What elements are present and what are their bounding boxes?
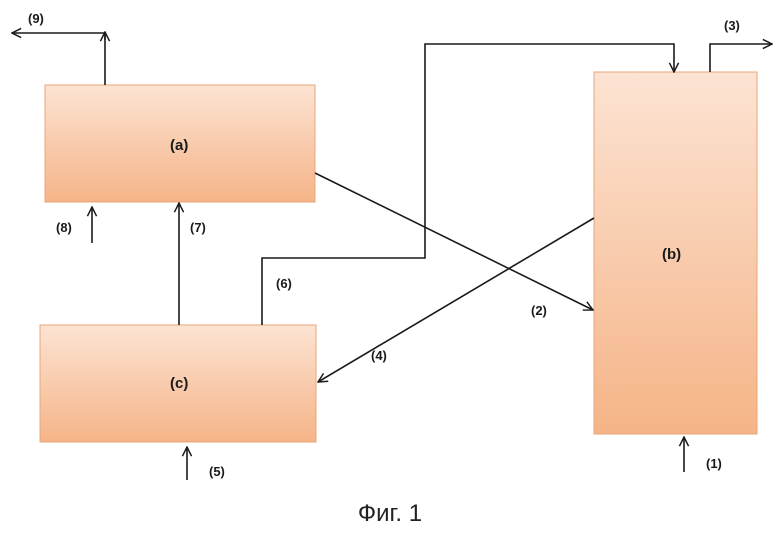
flow-1-label: (1) [706,456,722,471]
flow-6-label: (6) [276,276,292,291]
block-a-label: (a) [170,137,188,154]
flow-9-label: (9) [28,11,44,26]
flow-8-label: (8) [56,220,72,235]
block-b-label: (b) [662,246,681,263]
flow-2-arrow [315,173,593,310]
flow-7-label: (7) [190,220,206,235]
block-c-label: (c) [170,375,188,392]
figure-caption: Фиг. 1 [0,500,780,528]
flow-4-label: (4) [371,348,387,363]
flow-3-line [710,44,772,72]
flow-5-label: (5) [209,464,225,479]
flow-3-label: (3) [724,18,740,33]
flow-9-line [12,33,105,85]
flow-2-label: (2) [531,303,547,318]
